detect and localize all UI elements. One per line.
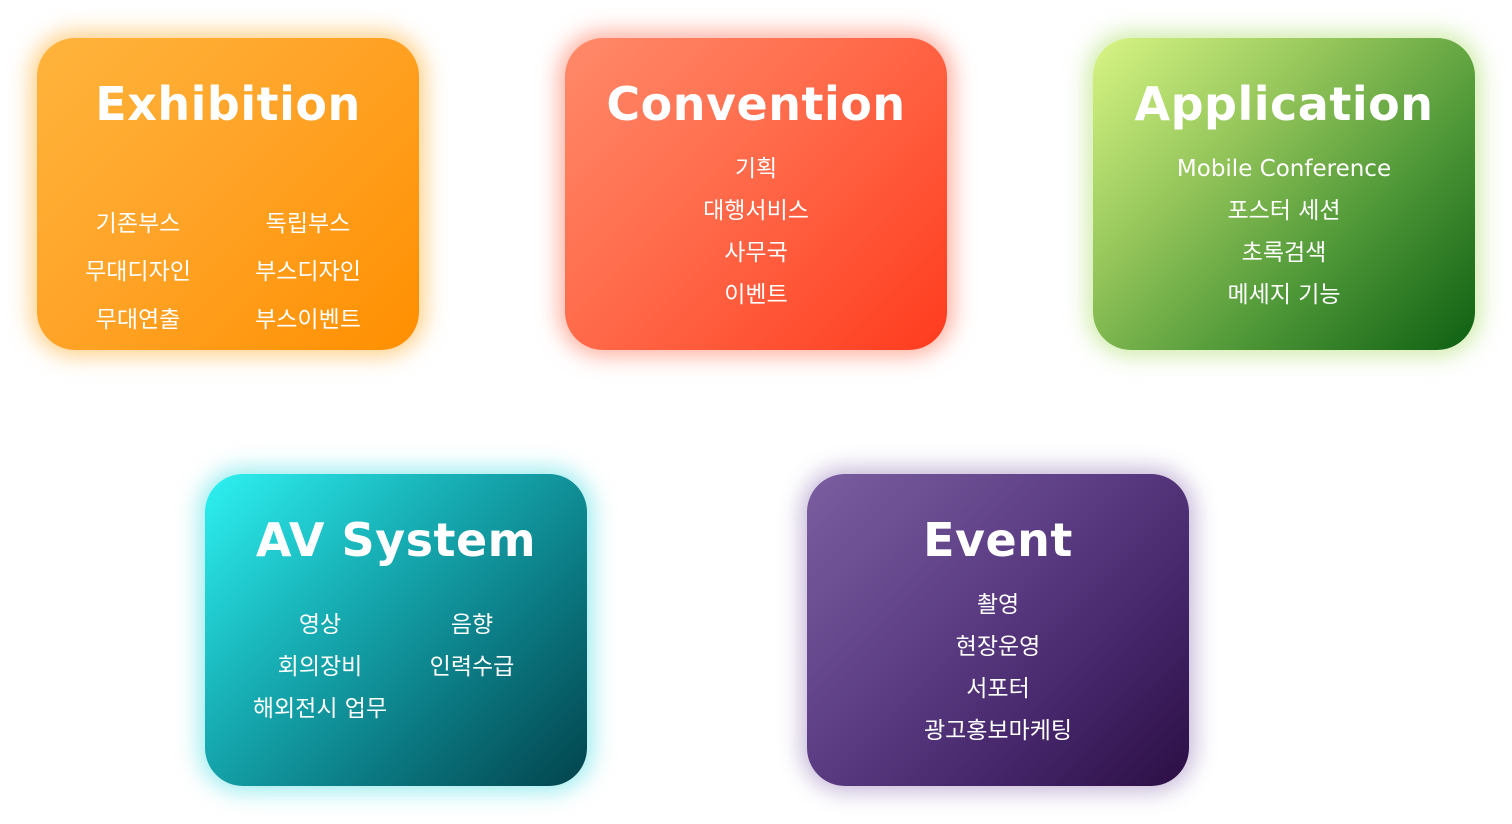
- service-list: 촬영 현장운영 서포터 광고홍보마케팅: [807, 584, 1189, 752]
- list-item: 메세지 기능: [1227, 282, 1341, 308]
- list-item: 부스이벤트: [255, 307, 361, 333]
- list-item: 무대디자인: [85, 259, 191, 285]
- card-title: AV System: [255, 513, 537, 567]
- service-list: Mobile Conference 포스터 세션 초록검색 메세지 기능: [1093, 148, 1475, 316]
- card-convention[interactable]: Convention 기획 대행서비스 사무국 이벤트: [565, 38, 947, 350]
- list-item: 회의장비: [277, 654, 363, 680]
- list-item: 음향: [450, 612, 494, 638]
- card-title: Event: [923, 513, 1073, 567]
- list-item: 기존부스: [95, 211, 181, 237]
- list-item: 광고홍보마케팅: [923, 718, 1073, 744]
- card-exhibition[interactable]: Exhibition 기존부스 독립부스 무대디자인 부스디자인 무대연출 부스…: [37, 38, 419, 350]
- list-item: 무대연출: [95, 307, 181, 333]
- list-item: 촬영: [976, 592, 1020, 618]
- card-title: Exhibition: [95, 77, 361, 131]
- service-list: 기획 대행서비스 사무국 이벤트: [565, 148, 947, 316]
- list-item: 서포터: [966, 676, 1030, 702]
- list-item: 이벤트: [724, 282, 788, 308]
- list-item: 현장운영: [955, 634, 1041, 660]
- list-item: Mobile Conference: [1176, 156, 1392, 182]
- list-item: 독립부스: [265, 211, 351, 237]
- list-item: 해외전시 업무: [252, 696, 388, 722]
- card-av-system[interactable]: AV System 영상 음향 회의장비 인력수급 해외전시 업무: [205, 474, 587, 786]
- card-application[interactable]: Application Mobile Conference 포스터 세션 초록검…: [1093, 38, 1475, 350]
- list-item: 대행서비스: [703, 198, 809, 224]
- list-item: 사무국: [724, 240, 788, 266]
- card-title: Convention: [606, 77, 906, 131]
- card-event[interactable]: Event 촬영 현장운영 서포터 광고홍보마케팅: [807, 474, 1189, 786]
- list-item: 포스터 세션: [1227, 198, 1341, 224]
- list-item: 기획: [734, 156, 778, 182]
- list-item: 초록검색: [1241, 240, 1327, 266]
- card-title: Application: [1134, 77, 1434, 131]
- list-item: 부스디자인: [255, 259, 361, 285]
- list-item: 인력수급: [429, 654, 515, 680]
- list-item: 영상: [298, 612, 342, 638]
